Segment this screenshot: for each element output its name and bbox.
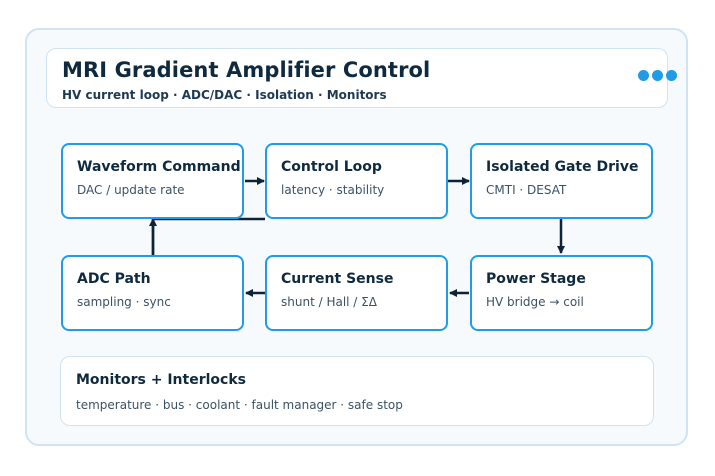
header-panel bbox=[46, 48, 668, 108]
block-title: Power Stage bbox=[486, 271, 586, 287]
block-subtitle: latency · stability bbox=[281, 183, 385, 197]
block-subtitle: DAC / update rate bbox=[77, 183, 185, 197]
block-subtitle: CMTI · DESAT bbox=[486, 183, 567, 197]
block-adc-path[interactable]: ADC Path sampling · sync bbox=[61, 255, 244, 331]
block-control-loop[interactable]: Control Loop latency · stability bbox=[265, 143, 448, 219]
arrow-feedback-to-waveform bbox=[151, 217, 265, 255]
dot bbox=[666, 70, 677, 81]
block-subtitle: shunt / Hall / ΣΔ bbox=[281, 295, 377, 309]
page-title: MRI Gradient Amplifier Control bbox=[62, 58, 431, 82]
block-title: Control Loop bbox=[281, 159, 382, 175]
block-current-sense[interactable]: Current Sense shunt / Hall / ΣΔ bbox=[265, 255, 448, 331]
monitors-subtitle: temperature · bus · coolant · fault mana… bbox=[76, 398, 403, 412]
block-subtitle: sampling · sync bbox=[77, 295, 171, 309]
block-waveform-command[interactable]: Waveform Command DAC / update rate bbox=[61, 143, 244, 219]
monitors-title: Monitors + Interlocks bbox=[76, 372, 246, 388]
dot bbox=[638, 70, 649, 81]
block-isolated-gate-drive[interactable]: Isolated Gate Drive CMTI · DESAT bbox=[470, 143, 653, 219]
block-subtitle: HV bridge → coil bbox=[486, 295, 584, 309]
block-power-stage[interactable]: Power Stage HV bridge → coil bbox=[470, 255, 653, 331]
dot bbox=[652, 70, 663, 81]
monitors-interlocks-panel[interactable]: Monitors + Interlocks temperature · bus … bbox=[60, 356, 654, 426]
page-subtitle: HV current loop · ADC/DAC · Isolation · … bbox=[62, 88, 387, 102]
block-title: Isolated Gate Drive bbox=[486, 159, 639, 175]
block-title: Current Sense bbox=[281, 271, 394, 287]
block-title: ADC Path bbox=[77, 271, 151, 287]
block-title: Waveform Command bbox=[77, 159, 241, 175]
